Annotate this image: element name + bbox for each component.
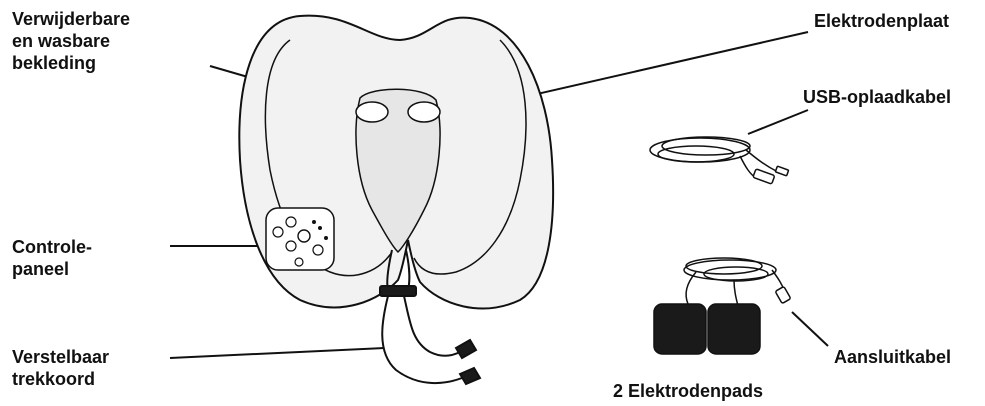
leader-connection: [792, 312, 828, 346]
electrode-pad-left: [654, 304, 706, 354]
indicator-dot: [318, 226, 322, 230]
leader-cord: [170, 348, 384, 358]
electrode-pads: [654, 304, 760, 354]
indicator-dot: [312, 220, 316, 224]
usb-cable: [650, 137, 789, 184]
control-panel: [266, 208, 334, 270]
electrode-pad-right: [708, 304, 760, 354]
indicator-dot: [324, 236, 328, 240]
connection-cable: [684, 258, 791, 306]
neck-pillow: [239, 16, 553, 309]
leader-usb: [748, 110, 808, 134]
